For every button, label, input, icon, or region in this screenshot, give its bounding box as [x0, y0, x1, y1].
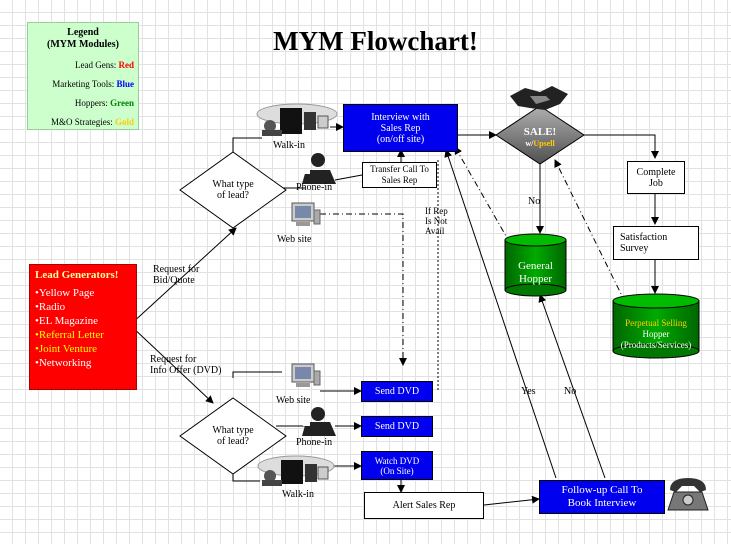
complete-job-box: Complete Job	[627, 161, 685, 194]
edge-general-to-interview	[454, 146, 511, 244]
page-title: MYM Flowchart!	[273, 26, 478, 56]
lead-generators-box: Lead Generators! •Yellow Page •Radio •EL…	[29, 264, 137, 390]
handshake-icon	[510, 86, 568, 110]
legend-label: Lead Gens:	[75, 60, 117, 70]
watch-dvd-box: Watch DVD (On Site)	[361, 451, 433, 480]
general-hopper-label: General Hopper	[518, 260, 553, 285]
edge-leadgen-to-lower-decision	[129, 324, 214, 404]
perpetual-hopper-label: Perpetual Selling Hopper (Products/Servi…	[620, 318, 692, 350]
legend-value: Green	[110, 98, 134, 108]
legend-title-line2: (MYM Modules)	[47, 39, 119, 50]
walkin-icon-lower	[257, 455, 335, 486]
edge-followup-no-to-general	[538, 294, 606, 479]
alert-sales-rep-box: Alert Sales Rep	[364, 492, 484, 519]
upsell-label: Upsell	[533, 139, 555, 148]
general-hopper-shape	[504, 233, 567, 297]
rep-unavailable-label: If Rep Is Not Avail	[425, 206, 448, 236]
transfer-call-box: Transfer Call To Sales Rep	[362, 162, 437, 188]
sale-prefix: w/	[525, 139, 534, 148]
edge-followup-yes-to-interview	[444, 149, 557, 479]
interview-box: Interview with Sales Rep (on/off site)	[343, 104, 458, 152]
legend-value: Red	[118, 60, 135, 70]
legend-panel: Legend (MYM Modules) Lead Gens: Red Mark…	[27, 22, 139, 130]
legend-row-hoppers: Hoppers: Green	[28, 98, 138, 108]
edge-perpetual-to-sale	[554, 159, 626, 303]
no-sale-label: No	[528, 196, 541, 207]
edge-lower-to-walkin	[232, 473, 260, 482]
walkin-label-upper: Walk-in	[273, 140, 305, 151]
edge-alert-to-followup	[483, 495, 540, 506]
walkin-icon-upper	[256, 103, 338, 136]
lead-gen-item: •Referral Letter	[35, 329, 104, 341]
legend-row-lead-gens: Lead Gens: Red	[28, 60, 138, 70]
edge-leadgen-to-upper-decision	[129, 227, 237, 326]
telephone-icon	[667, 478, 709, 511]
edge-web-to-send-dvd	[320, 213, 407, 366]
legend-label: Marketing Tools:	[52, 79, 115, 89]
followup-call-box: Follow-up Call To Book Interview	[539, 480, 665, 514]
lead-generators-title: Lead Generators!	[35, 269, 119, 281]
lower-decision-diamond	[179, 397, 287, 475]
edge-sale-to-complete	[584, 134, 659, 159]
lead-gen-item: •Yellow Page	[35, 287, 95, 299]
phone-label-upper: Phone-in	[296, 182, 333, 193]
upper-decision-diamond	[179, 151, 287, 229]
sale-label: SALE! w/Upsell	[523, 126, 557, 148]
send-dvd-box-2: Send DVD	[361, 416, 433, 437]
edge-decision-to-walkin	[232, 137, 262, 152]
phone-person-icon-lower	[302, 407, 336, 436]
legend-row-marketing-tools: Marketing Tools: Blue	[28, 79, 138, 89]
computer-icon-upper	[291, 202, 321, 226]
satisfaction-survey-box: Satisfaction Survey	[613, 226, 699, 260]
edge-lower-to-web	[232, 371, 282, 378]
lead-gen-item: •Joint Venture	[35, 343, 98, 355]
send-dvd-box-1: Send DVD	[361, 381, 433, 402]
legend-title-line1: Legend	[67, 27, 99, 38]
phone-person-icon-upper	[302, 153, 336, 184]
legend-label: M&O Strategies:	[50, 117, 113, 127]
legend-row-mo-strategies: M&O Strategies: Gold	[28, 117, 138, 127]
edge-phone-to-transfer	[334, 174, 363, 181]
web-label-lower: Web site	[276, 395, 311, 406]
web-label-upper: Web site	[277, 234, 312, 245]
legend-title: Legend (MYM Modules)	[28, 27, 138, 51]
sale-diamond	[495, 105, 585, 165]
legend-value: Gold	[114, 117, 134, 127]
computer-icon-lower	[291, 363, 321, 387]
walkin-label-lower: Walk-in	[282, 489, 314, 500]
lead-gen-item: •EL Magazine	[35, 315, 99, 327]
phone-label-lower: Phone-in	[296, 437, 333, 448]
legend-label: Hoppers:	[74, 98, 108, 108]
lead-gen-item: •Radio	[35, 301, 66, 313]
yes-label: Yes	[521, 386, 536, 397]
lead-gen-item: •Networking	[35, 357, 92, 369]
no-followup-label: No	[564, 386, 577, 397]
legend-value: Blue	[116, 79, 134, 89]
perpetual-hopper-shape	[612, 293, 700, 359]
